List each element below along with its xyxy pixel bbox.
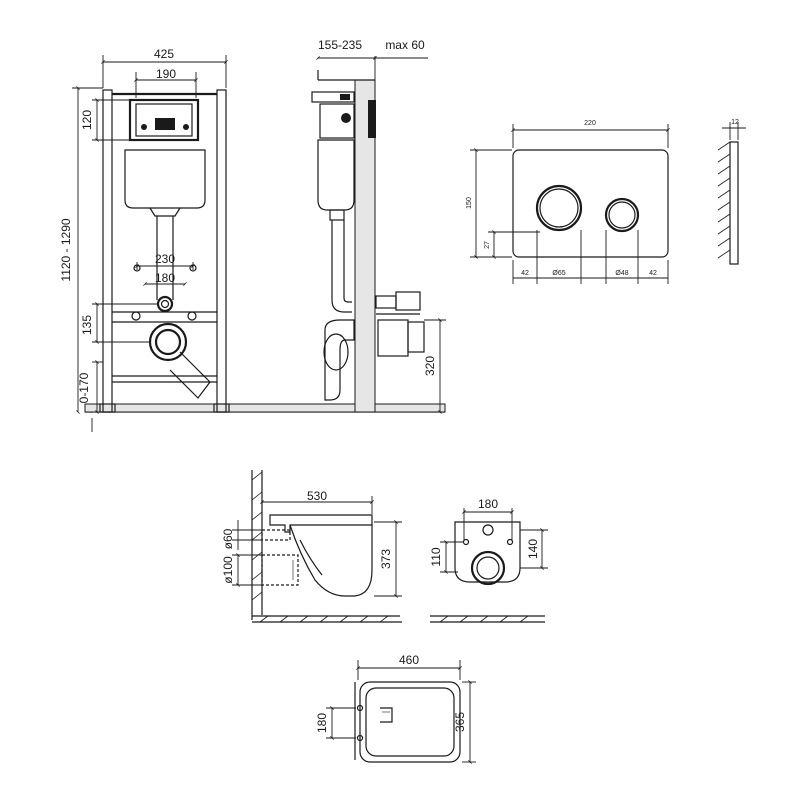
flush-plate-view: 220 150 27 42 Ø65 Ø48 42 12 xyxy=(466,119,746,284)
pipe-large-label: ø100 xyxy=(221,556,235,584)
top-stud-spacing-label: 180 xyxy=(315,713,329,733)
bowl-side-view: 530 373 ø60 ø100 xyxy=(221,470,402,623)
back-height-label: 140 xyxy=(526,539,540,559)
plate-margin-right-label: 42 xyxy=(649,270,657,277)
top-width-label: 365 xyxy=(453,712,467,732)
depth-range-label: 155-235 xyxy=(318,38,362,52)
bowl-back-view: 180 110 140 xyxy=(429,497,548,623)
stud-spacing-label: 230 xyxy=(155,252,175,266)
outlet-height-label: 135 xyxy=(80,315,94,335)
flush-width-label: 190 xyxy=(156,67,176,81)
wall-max-label: max 60 xyxy=(385,38,425,52)
frame-width-label: 425 xyxy=(154,47,174,61)
top-length-label: 460 xyxy=(399,653,419,667)
frame-height-label: 1120 - 1290 xyxy=(59,218,73,281)
drain-spacing-label: 180 xyxy=(155,271,175,285)
plate-width-label: 220 xyxy=(584,120,596,127)
big-button-label: Ø65 xyxy=(552,270,565,277)
frame-side-view: 155-235 max 60 320 xyxy=(311,38,446,414)
bowl-top-view: 460 180 365 xyxy=(315,653,476,764)
bowl-height-label: 373 xyxy=(379,549,393,569)
top-offset-label: 120 xyxy=(80,110,94,130)
small-button-label: Ø48 xyxy=(615,270,628,277)
back-hole-height-label: 110 xyxy=(429,547,443,566)
frame-front-view: 425 190 1120 - 1290 120 230 180 135 0-17… xyxy=(59,47,446,432)
bowl-length-label: 530 xyxy=(307,489,327,503)
plate-height-label: 150 xyxy=(466,197,473,209)
plate-thickness-label: 12 xyxy=(731,119,739,126)
back-stud-spacing-label: 180 xyxy=(478,497,498,511)
plate-margin-left-label: 42 xyxy=(521,270,529,277)
side-outlet-height-label: 320 xyxy=(423,356,437,376)
pipe-small-label: ø60 xyxy=(221,528,235,549)
foot-range-label: 0-170 xyxy=(77,372,91,403)
plate-offset-label: 27 xyxy=(484,241,491,249)
